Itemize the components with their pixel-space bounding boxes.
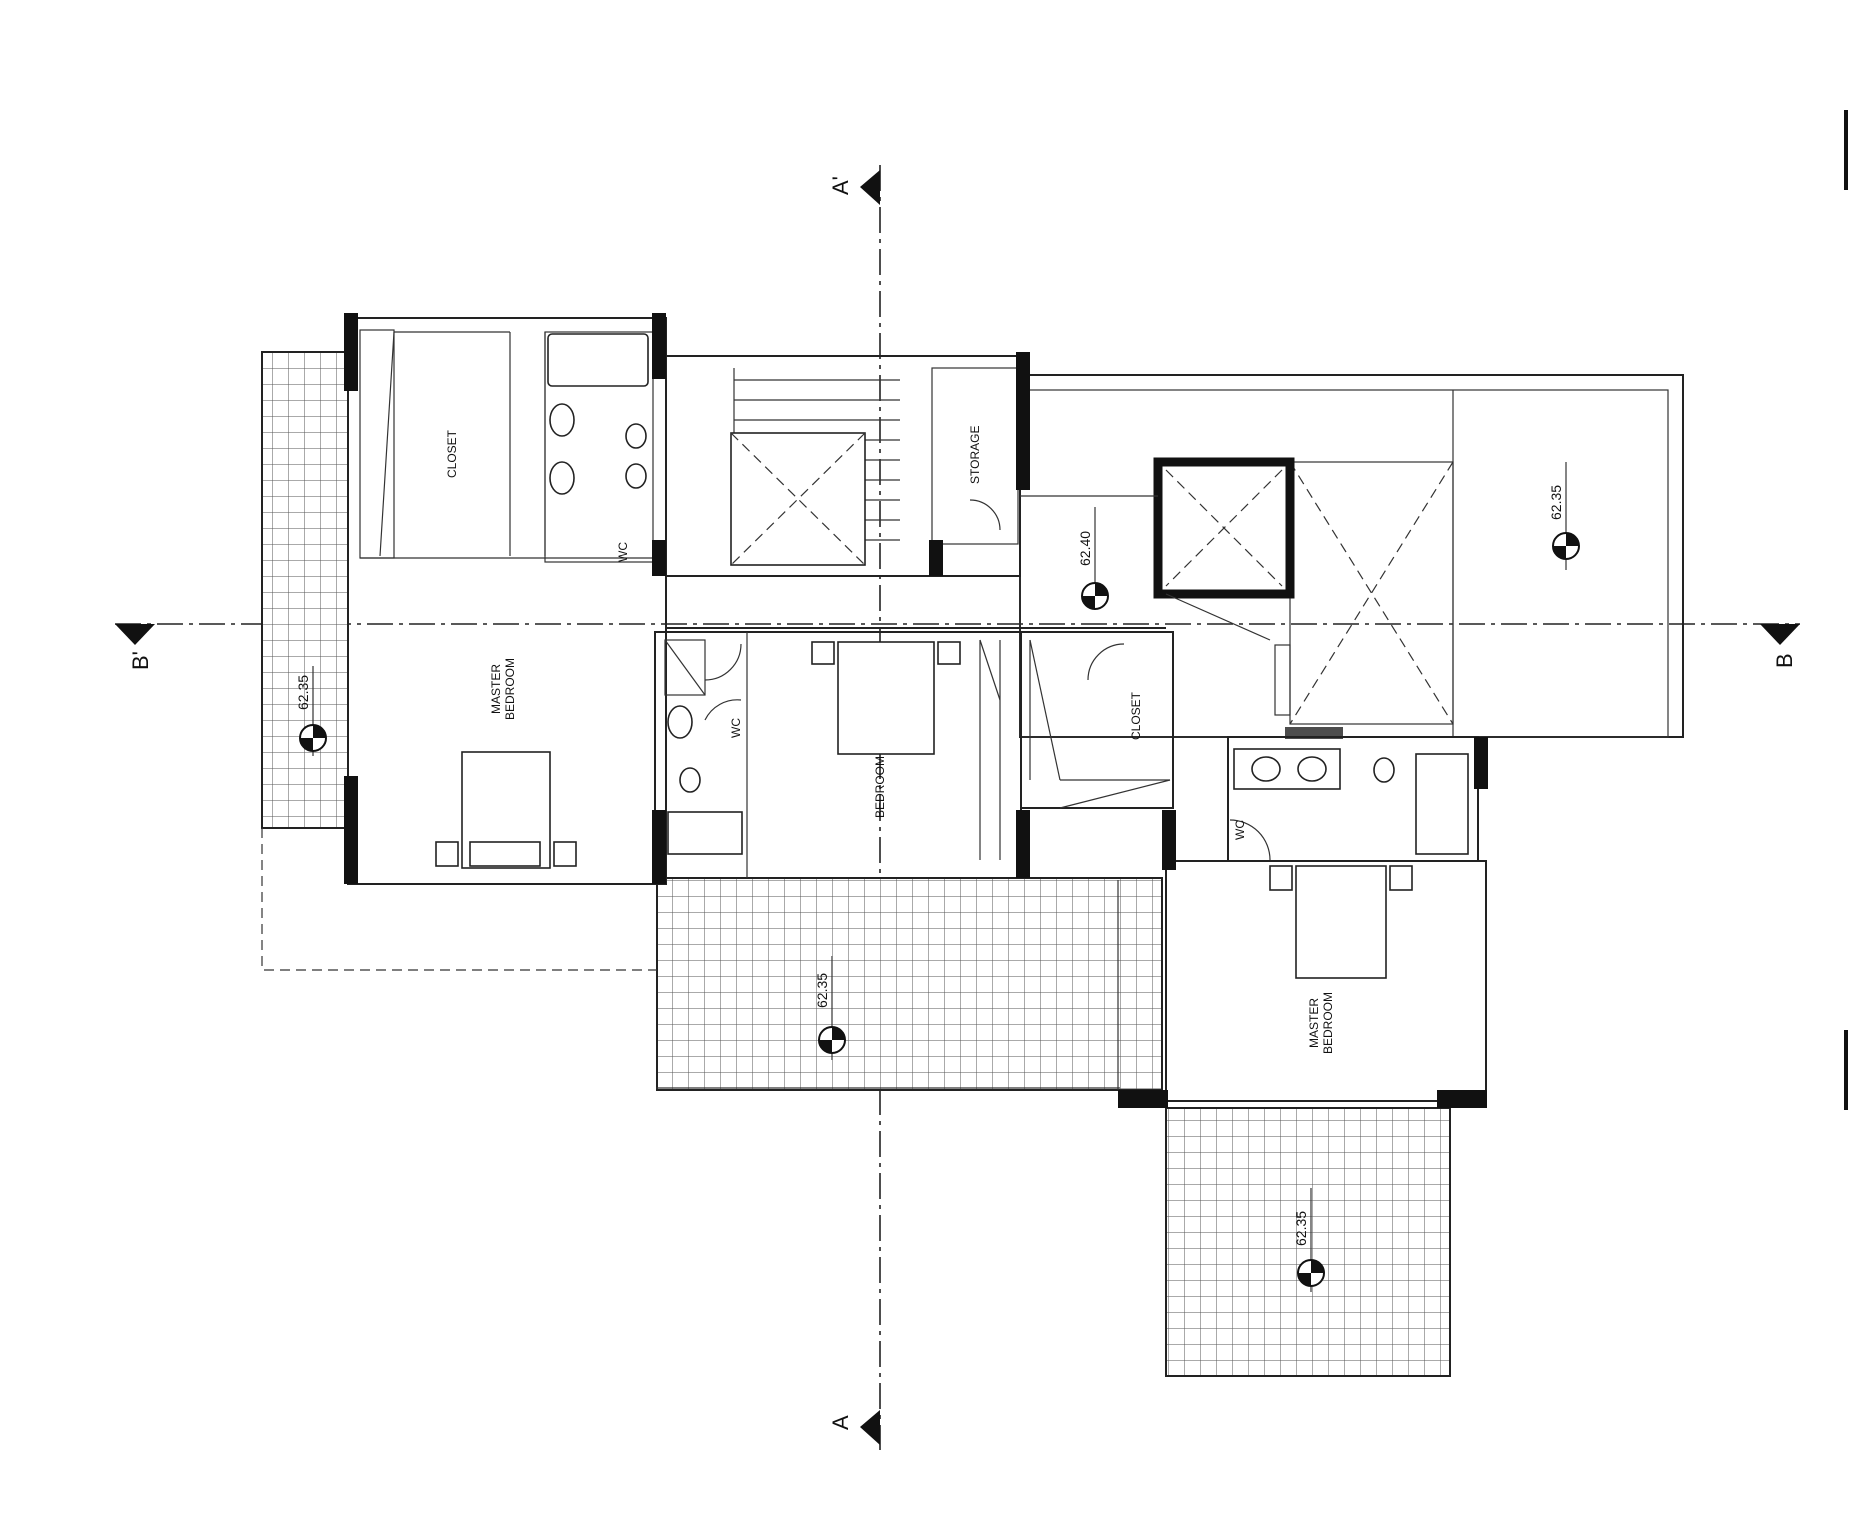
room-label-closet-left: CLOSET — [445, 429, 459, 478]
section-label-a-bottom: A — [828, 1415, 853, 1430]
terraces — [261, 351, 1451, 1377]
toilet-left-1-icon — [625, 423, 647, 449]
edge-mark-top — [1844, 110, 1848, 190]
level-label-roof-right: 62.35 — [1548, 485, 1564, 520]
edge-mark-bottom — [1844, 1030, 1848, 1110]
section-arrow-b-right-icon — [1760, 624, 1800, 645]
room-label-wc-middle: WC — [729, 718, 743, 738]
section-label-b-left: B' — [128, 651, 153, 670]
section-arrow-a-bottom-icon — [860, 1410, 880, 1445]
section-label-b-right: B — [1772, 653, 1797, 668]
room-label-master-bedroom-right-2: BEDROOM — [1321, 992, 1335, 1054]
level-marker-terrace-left — [299, 666, 327, 756]
columns — [344, 313, 1488, 1108]
room-label-master-bedroom-right-1: MASTER — [1307, 998, 1321, 1048]
bed-middle-icon — [837, 641, 935, 755]
toilet-right-icon — [1373, 757, 1395, 783]
sink-left-2-icon — [549, 461, 575, 495]
section-axes — [115, 165, 1800, 1450]
level-marker-roof-right — [1552, 462, 1580, 570]
room-label-closet-right: CLOSET — [1129, 691, 1143, 740]
level-label-terrace-left: 62.35 — [295, 675, 311, 710]
section-arrow-a-top-icon — [860, 170, 880, 205]
sink-left-1-icon — [549, 403, 575, 437]
room-label-master-bedroom-left-2: BEDROOM — [503, 658, 517, 720]
walls — [347, 317, 1487, 1102]
bathtub-left-icon — [547, 333, 649, 387]
toilet-left-2-icon — [625, 463, 647, 489]
toilet-middle-icon — [679, 767, 701, 793]
section-arrow-b-left-icon — [115, 624, 155, 645]
room-label-master-bedroom-left-1: MASTER — [489, 664, 503, 714]
sink-middle-icon — [667, 705, 693, 739]
level-label-terrace-center: 62.35 — [814, 973, 830, 1008]
level-marker-terrace-center — [818, 956, 846, 1060]
level-marker-hall — [1081, 507, 1109, 610]
level-label-hall: 62.40 — [1077, 531, 1093, 566]
level-marker-terrace-bottom — [1297, 1188, 1325, 1292]
bed-right-icon — [1295, 865, 1387, 979]
room-label-storage: STORAGE — [968, 426, 982, 484]
room-label-wc-right: WC — [1233, 820, 1247, 840]
bathtub-middle-icon — [667, 811, 743, 855]
section-label-a-top: A' — [828, 176, 853, 195]
fixtures — [435, 333, 1469, 979]
roof-outline — [261, 374, 1684, 971]
room-label-wc-left: WC — [616, 542, 630, 562]
level-label-terrace-bottom: 62.35 — [1293, 1211, 1309, 1246]
bathtub-right-icon — [1415, 753, 1469, 855]
room-label-bedroom: BEDROOM — [873, 756, 887, 818]
